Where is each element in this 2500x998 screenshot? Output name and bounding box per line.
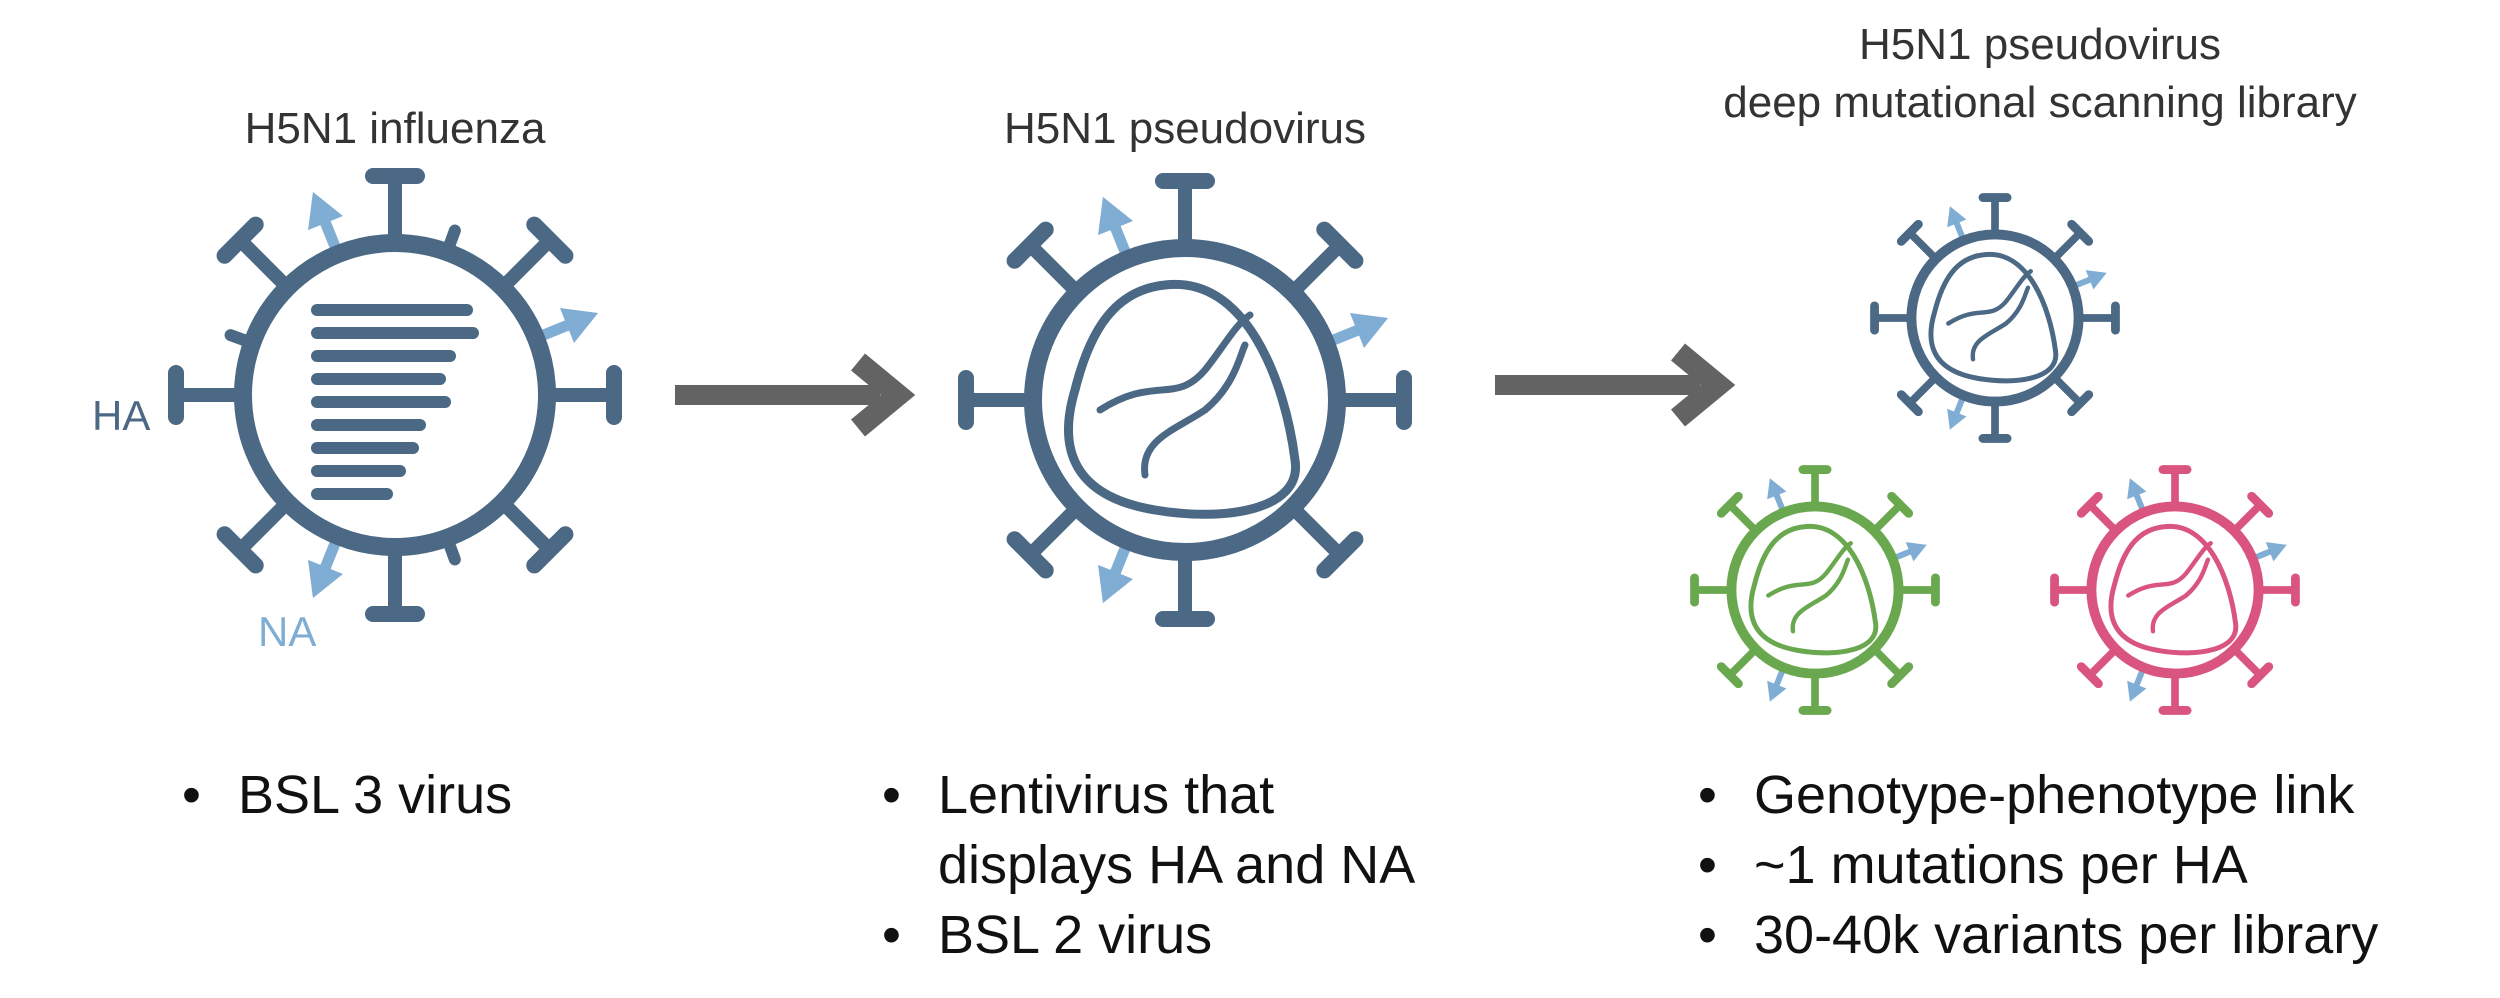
panel-1-bullets: BSL 3 virus <box>178 760 698 830</box>
bullet-item: BSL 3 virus <box>178 760 698 830</box>
bullet-item: Genotype-phenotype link <box>1694 760 2484 830</box>
panel-2-bullets: Lentivirus that displays HA and NA BSL 2… <box>878 760 1458 970</box>
pseudovirus <box>966 181 1404 619</box>
library-variant-blue <box>1875 198 2116 439</box>
bullet-item: ~1 mutations per HA <box>1694 830 2484 900</box>
panel-2-title: H5N1 pseudovirus <box>1004 104 1366 153</box>
process-arrow-1 <box>675 353 916 437</box>
bullet-item: BSL 2 virus <box>878 900 1458 970</box>
na-label: NA <box>258 608 317 655</box>
library-variant-pink <box>2055 470 2296 711</box>
ha-label: HA <box>92 392 151 439</box>
influenza-virus <box>176 176 614 614</box>
panel-1-title: H5N1 influenza <box>244 104 546 153</box>
process-arrow-2 <box>1495 343 1736 427</box>
bullet-item: Lentivirus that displays HA and NA <box>878 760 1458 900</box>
panel-3-bullets: Genotype-phenotype link ~1 mutations per… <box>1694 760 2484 970</box>
bullet-item: 30-40k variants per library <box>1694 900 2484 970</box>
library-variant-green <box>1695 470 1936 711</box>
panel-3-title: H5N1 pseudovirus deep mutational scannin… <box>1723 20 2357 127</box>
